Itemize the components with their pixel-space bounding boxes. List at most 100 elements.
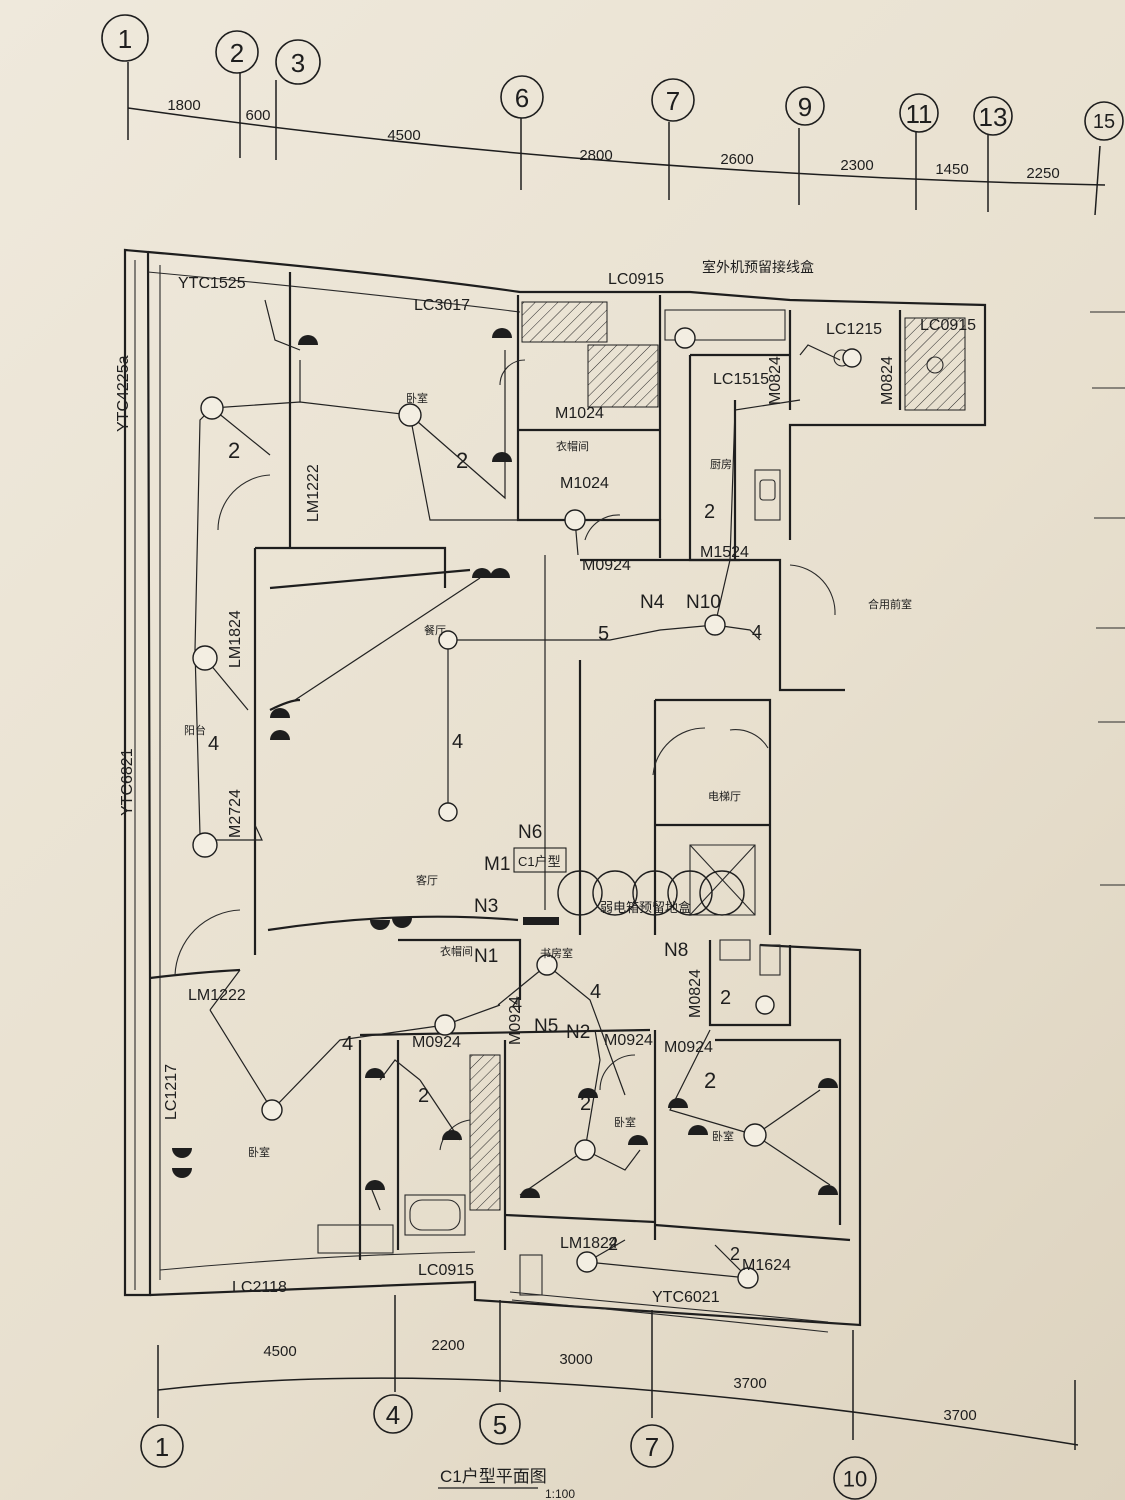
room-shared: 合用前室 [868,597,912,611]
count-4: 4 [342,1033,353,1055]
count-2: 2 [720,987,731,1009]
axis-bubble-top-11: 11 [899,93,939,133]
lamp-symbol [755,995,775,1015]
top-dimensions: 1800 600 4500 2800 2600 2300 1450 2250 [167,97,1059,182]
lamp-symbol [632,870,678,916]
door-swings [174,359,836,1151]
svg-text:10: 10 [843,1467,867,1492]
count-5: 5 [598,623,609,645]
label-ytc1525: YTC1525 [178,275,246,292]
top-axis-bubbles: 1 2 3 6 7 9 11 13 15 [101,14,1124,141]
svg-text:2: 2 [230,38,244,68]
label-lm1222-bottom: LM1222 [188,987,246,1004]
label-ytc4225: YTC4225a [115,355,132,432]
label-m1024-a: M1024 [555,405,604,422]
room-names: 客厅 餐厅 阳台 卧室 卧室 卧室 卧室 电梯厅 合用前室 衣帽间 衣帽间 厨房… [184,391,912,1159]
circuit-n6: N6 [518,822,542,843]
room-bedroom-n: 卧室 [406,391,428,405]
svg-text:3: 3 [291,48,305,78]
circuit-n1: N1 [474,946,498,967]
count-2: 2 [704,501,715,523]
room-kitchen: 厨房 [710,458,732,471]
lamp-symbol [564,509,586,531]
label-m0824-b: M0824 [879,356,896,405]
circuit-n10: N10 [686,592,721,613]
ceiling-lamps [192,327,862,1289]
count-4: 4 [512,994,522,1014]
svg-text:1: 1 [155,1432,169,1462]
svg-text:4: 4 [386,1400,400,1430]
dim-top-4: 2800 [579,147,612,164]
label-lc3017: LC3017 [414,297,470,314]
lamp-symbol [557,870,603,916]
label-lm1222-top: LM1222 [305,464,322,522]
room-bedroom-sw: 卧室 [248,1145,270,1159]
label-m1024-b: M1024 [560,475,609,492]
axis-bubble-top-2: 2 [215,30,259,74]
axis-bubble-bottom-5: 5 [479,1403,521,1445]
label-m0924-d: M0924 [664,1039,713,1056]
count-4: 4 [452,731,463,753]
lamp-symbol [536,954,558,976]
circuit-n5: N5 [534,1016,558,1037]
label-weak-box: 弱电箱预留地盒 [600,900,691,915]
circuit-n4: N4 [640,592,665,613]
fixtures [317,309,944,1296]
circuit-n2: N2 [566,1022,590,1043]
bottom-dimensions: 4500 2200 3000 3700 3700 [263,1337,976,1424]
lamp-symbol [261,1099,283,1121]
axis-bubble-top-9: 9 [785,86,825,126]
label-m1524: M1524 [700,544,749,561]
axis-bubble-top-1: 1 [101,14,149,62]
circuit-n3: N3 [474,896,498,917]
label-m0924-c: M0924 [604,1032,653,1049]
room-closet-a: 衣帽间 [556,439,589,453]
bottom-axis-bubbles: 1 4 5 7 10 [140,1394,877,1500]
label-m0824-c: M0824 [687,969,704,1018]
lamp-symbol [576,1251,598,1273]
label-c1-tag: C1户型 [518,854,561,869]
c1-tag-box: C1户型 [513,847,567,873]
label-lm1824-left: LM1824 [227,610,244,668]
label-lc0915-bottom: LC0915 [418,1262,474,1279]
count-4: 4 [590,981,601,1003]
lamp-symbol [704,614,726,636]
axis-bubble-bottom-1: 1 [140,1424,184,1468]
lamp-symbol [438,802,458,822]
axis-bubble-bottom-7: 7 [630,1424,674,1468]
dim-top-6: 2300 [840,157,873,174]
count-2: 2 [608,1234,618,1254]
title-scale: 1:100 [545,1487,575,1500]
outer-walls [123,248,987,1333]
label-ytc6021: YTC6021 [652,1289,720,1306]
lamp-symbol [398,403,422,427]
label-outdoor-box: 室外机预留接线盒 [702,259,814,275]
count-2: 2 [456,448,468,473]
count-2: 2 [730,1244,740,1264]
label-m2724: M2724 [227,789,244,838]
lamp-symbol [192,645,218,671]
svg-text:13: 13 [979,102,1008,132]
label-lm1824-bottom: LM1824 [560,1235,618,1252]
lamp-symbol [674,327,696,349]
svg-text:11: 11 [906,99,933,129]
lamp-symbol [592,870,638,916]
lamp-symbol [192,832,218,858]
drawing-title: C1户型平面图 1:100 [438,1467,575,1500]
dim-top-1: 1800 [167,97,200,114]
title-main: C1户型平面图 [440,1467,547,1486]
dim-top-3: 4500 [387,127,420,144]
axis-bubble-top-3: 3 [275,39,321,85]
dim-bottom-4: 3700 [733,1375,766,1392]
dim-bottom-2: 2200 [431,1337,464,1354]
dim-top-5: 2600 [720,151,753,168]
count-2: 2 [704,1068,716,1093]
circuit-m1: M1 [484,854,510,875]
drawing-labels: YTC1525 LC3017 LC0915 室外机预留接线盒 LC1215 LC… [115,259,976,1306]
dim-top-2: 600 [245,107,270,124]
dim-top-8: 2250 [1026,165,1059,182]
svg-text:6: 6 [515,83,529,113]
room-elevator-hall: 电梯厅 [708,790,741,803]
count-4: 4 [208,733,219,755]
